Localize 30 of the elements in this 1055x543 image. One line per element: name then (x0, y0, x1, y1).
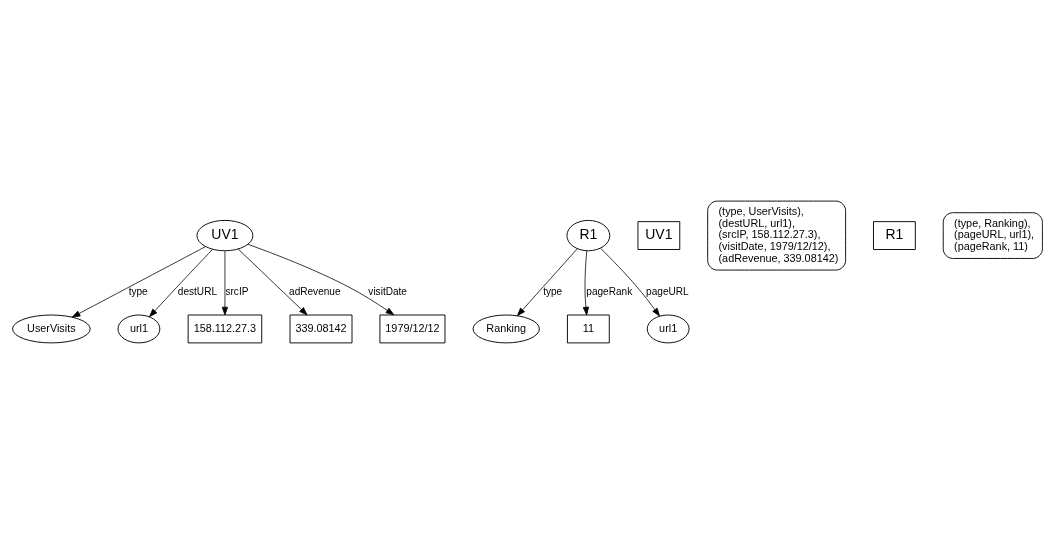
node-box: (type, Ranking), (pageURL, url1), (pageRank, 11) (942, 211, 1043, 259)
node-box: (type, UserVisits), (destURL, url1), (srcIP, 158.112.27.3), (visitDate, 1979/12/12), (adRevenue, 339.08142) (707, 200, 847, 271)
node-box: R1 (873, 220, 916, 250)
node-ellipse: R1 (566, 219, 611, 251)
edge-label: destURL (177, 285, 217, 297)
arrow (600, 247, 660, 316)
node-ellipse: url1 (646, 314, 690, 343)
edge-label: type (543, 285, 563, 297)
node-ellipse: UserVisits (12, 314, 91, 343)
node-ellipse: url1 (117, 314, 161, 343)
arrow (517, 247, 578, 316)
arrow (221, 250, 229, 315)
node-box: 1979/12/12 (379, 314, 446, 343)
node-box: UV1 (637, 220, 681, 250)
edge-label: type (128, 285, 148, 297)
arrow (247, 243, 395, 315)
node-box: 158.112.27.3 (187, 314, 263, 343)
arrow (149, 248, 213, 317)
edge-label: srcIP (225, 285, 249, 297)
node-ellipse: Ranking (472, 314, 540, 343)
node-box: 11 (566, 314, 610, 343)
edge-label: pageRank (586, 285, 633, 297)
arrow (71, 245, 206, 318)
edge-label: pageURL (646, 285, 689, 297)
node-ellipse: UV1 (196, 219, 254, 251)
arrow (582, 250, 589, 315)
arrow (237, 248, 308, 315)
node-box: 339.08142 (289, 314, 353, 343)
edge-label: adRevenue (289, 285, 341, 297)
edge-label: visitDate (368, 285, 407, 297)
